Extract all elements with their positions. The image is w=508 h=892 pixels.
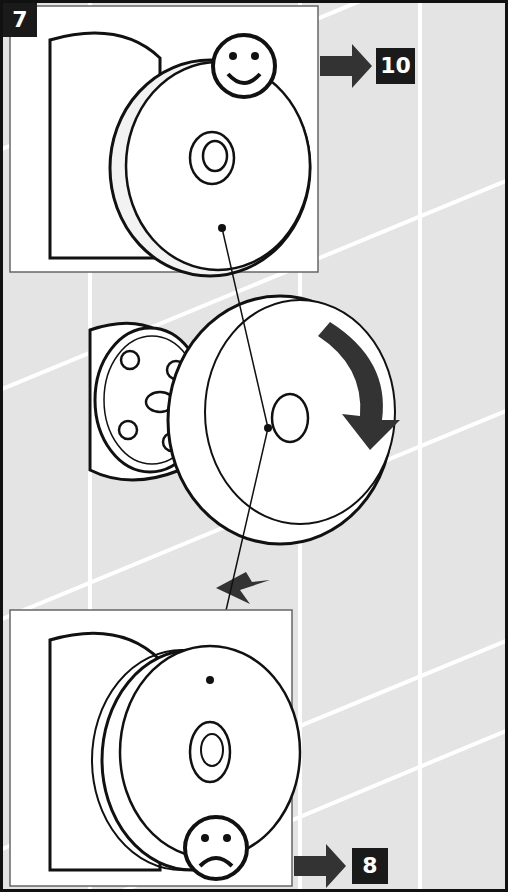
top-inset-panel xyxy=(10,6,318,276)
bottom-inset-panel xyxy=(10,610,300,886)
bottom-inset-panel xyxy=(201,734,223,766)
top-inset-panel xyxy=(110,60,310,276)
frown-icon xyxy=(200,858,232,866)
cover-ring xyxy=(272,394,308,442)
smiley-icon xyxy=(213,35,275,97)
turn-arrow xyxy=(318,322,400,450)
step-number-box: 7 xyxy=(3,3,37,37)
step-number: 8 xyxy=(362,855,377,877)
top-inset-panel xyxy=(10,6,318,272)
smiley-icon xyxy=(251,52,259,60)
frown-icon xyxy=(185,817,247,879)
top-inset-panel xyxy=(126,62,310,270)
turn-arrow xyxy=(216,322,400,604)
turn-arrow xyxy=(216,572,270,604)
step-number: 7 xyxy=(12,9,27,31)
bottom-inset-panel xyxy=(190,722,230,782)
frown-icon xyxy=(201,834,209,842)
wall-tiles xyxy=(418,0,422,892)
go-arrow xyxy=(294,844,346,888)
step-number-box: 8 xyxy=(352,848,388,884)
frown-icon xyxy=(223,834,231,842)
step-number: 10 xyxy=(380,55,411,77)
wall-bracket xyxy=(121,351,139,369)
top-inset-panel xyxy=(190,132,234,184)
go-arrow xyxy=(294,844,346,888)
smiley-icon xyxy=(213,35,275,97)
wall-bracket xyxy=(119,421,137,439)
smiley-icon xyxy=(228,74,260,83)
top-inset-panel xyxy=(203,141,227,171)
smiley-icon xyxy=(229,52,237,60)
step-number-box: 10 xyxy=(376,48,415,84)
frown-icon xyxy=(185,817,247,879)
bottom-inset-panel xyxy=(206,676,214,684)
go-arrow xyxy=(320,44,372,88)
go-arrow xyxy=(320,44,372,88)
